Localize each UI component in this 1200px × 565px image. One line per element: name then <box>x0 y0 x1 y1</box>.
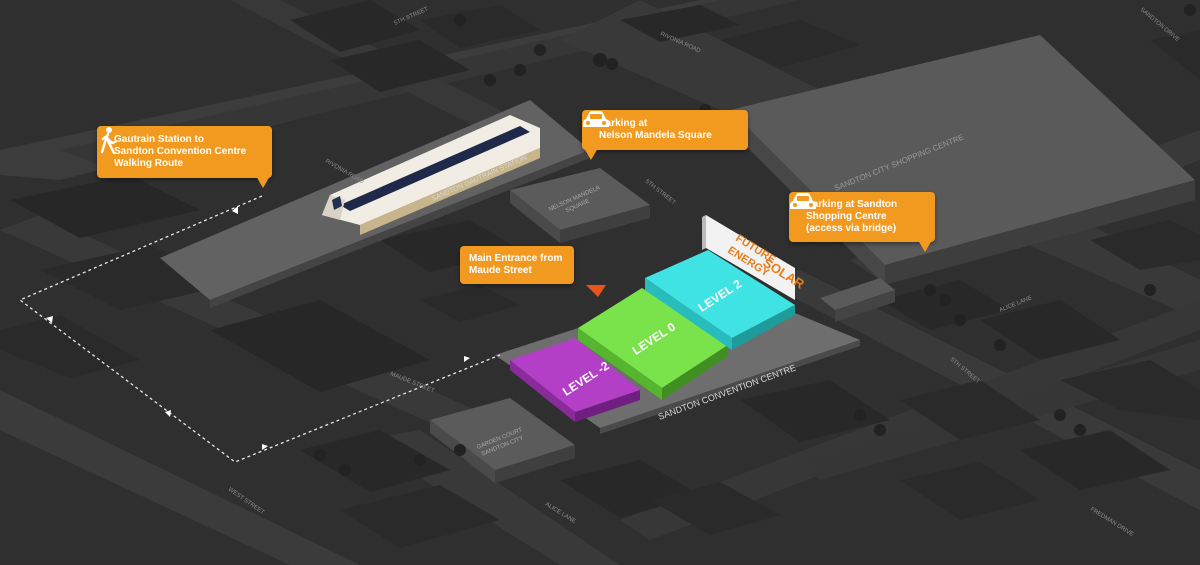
bridge <box>820 278 895 322</box>
main-entrance-callout[interactable]: Main Entrance from Maude Street <box>460 246 574 284</box>
walking-route <box>18 195 501 463</box>
walking-route-callout[interactable]: Gautrain Station to Sandton Convention C… <box>97 126 272 178</box>
parking-sandton-tail <box>918 240 932 252</box>
mandela-square-building <box>510 168 650 243</box>
gautrain <box>322 115 540 235</box>
parking-mandela-text: Parking at Nelson Mandela Square <box>599 118 712 141</box>
parking-mandela-callout[interactable]: Parking at Nelson Mandela Square <box>582 110 748 150</box>
main-entrance-text: Main Entrance from Maude Street <box>469 253 563 276</box>
city-blocks <box>0 0 1200 548</box>
parking-mandela-tail <box>584 148 598 160</box>
level-2-block[interactable] <box>645 250 795 350</box>
parking-sandton-callout[interactable]: Parking at Sandton Shopping Centre (acce… <box>789 192 935 242</box>
parking-sandton-text: Parking at Sandton Shopping Centre (acce… <box>806 199 898 234</box>
main-entrance-marker[interactable] <box>586 285 606 297</box>
walking-route-text: Gautrain Station to Sandton Convention C… <box>114 134 247 169</box>
level-minus2-block[interactable] <box>510 338 640 422</box>
billboard <box>702 215 795 300</box>
walking-route-tail <box>256 176 270 188</box>
level-0-block[interactable] <box>578 288 728 400</box>
